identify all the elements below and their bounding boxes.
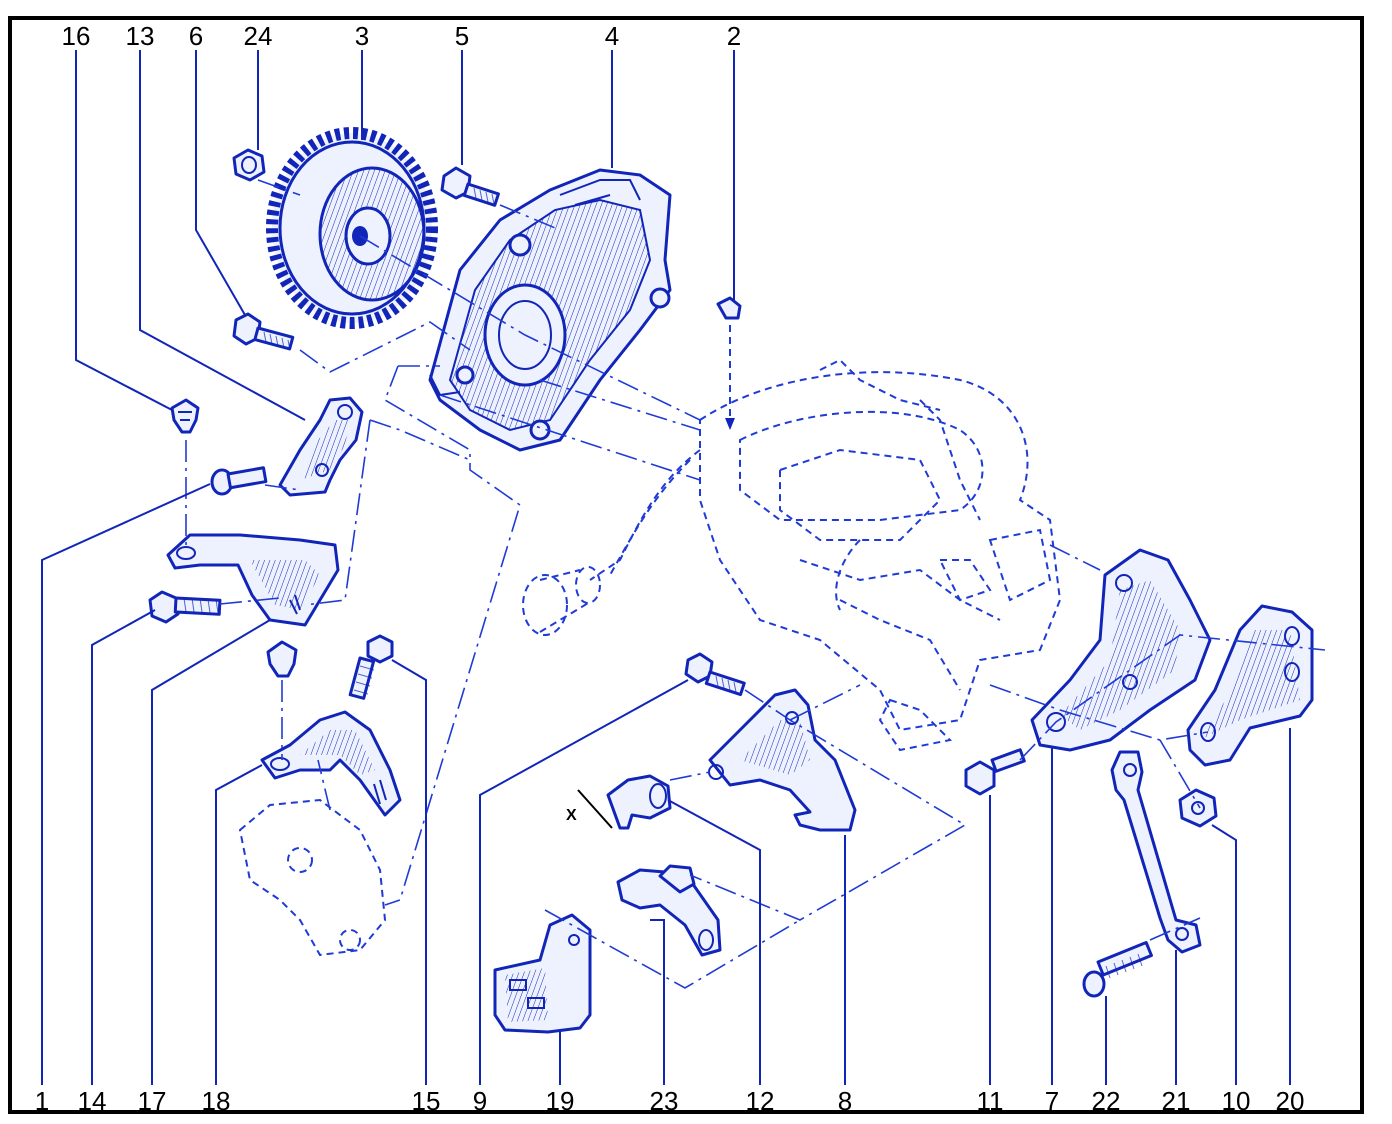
callout-16: 16 (62, 21, 91, 51)
bolt-14 (148, 590, 222, 624)
bolt-6 (232, 312, 295, 351)
callout-11: 11 (977, 1086, 1004, 1116)
bolt-11 (964, 748, 1026, 796)
callout-4: 4 (605, 21, 619, 51)
bracket-18 (260, 710, 402, 817)
assembly-lines (185, 179, 1326, 989)
callout-17: 17 (138, 1086, 167, 1116)
callout-12: 12 (746, 1086, 775, 1116)
callout-10: 10 (1222, 1086, 1251, 1116)
callout-20: 20 (1276, 1086, 1305, 1116)
callout-3: 3 (355, 21, 369, 51)
callout-7: 7 (1045, 1086, 1059, 1116)
bolt-1 (210, 466, 268, 496)
bolt-15 (348, 634, 394, 700)
callout-14: 14 (78, 1086, 107, 1116)
bolt-22 (1082, 941, 1153, 998)
callout-23: 23 (650, 1086, 679, 1116)
arrow-head (725, 418, 735, 430)
callout-5: 5 (455, 21, 469, 51)
nut-10 (1178, 788, 1218, 828)
x-marker-label: X (566, 807, 577, 824)
bracket-7 (1030, 548, 1212, 752)
connector-12 (577, 774, 672, 830)
callout-1: 1 (35, 1086, 49, 1116)
clip-bracket-23 (616, 864, 722, 957)
callout-19: 19 (546, 1086, 575, 1116)
callouts-top: 16 13 6 24 3 5 4 2 (62, 21, 742, 51)
callout-6: 6 (189, 21, 203, 51)
callout-13: 13 (126, 21, 155, 51)
clip-16 (170, 398, 200, 434)
bracket-outline-dashed (238, 798, 387, 957)
bolt-9 (684, 652, 746, 697)
callouts-bottom: 1 14 17 18 15 9 19 23 12 8 11 7 22 21 10… (35, 1086, 1305, 1116)
sprocket-gear (266, 127, 438, 329)
clip-18-top (266, 640, 298, 678)
callout-24: 24 (244, 21, 273, 51)
leader-lines (41, 50, 1291, 1085)
woodruff-key (716, 296, 742, 320)
callout-18: 18 (202, 1086, 231, 1116)
callout-15: 15 (412, 1086, 441, 1116)
link-rod-21 (1110, 750, 1202, 954)
nut-24 (232, 148, 266, 182)
bracket-8 (708, 688, 857, 832)
callout-21: 21 (1162, 1086, 1191, 1116)
callout-2: 2 (727, 21, 741, 51)
bracket-17 (166, 533, 340, 627)
bracket-13 (278, 396, 364, 497)
callout-8: 8 (838, 1086, 852, 1116)
bolt-5 (440, 166, 500, 207)
pump-housing (428, 168, 672, 452)
bracket-19 (493, 913, 592, 1034)
callout-22: 22 (1092, 1086, 1121, 1116)
engine-outline (522, 358, 1062, 752)
callout-9: 9 (473, 1086, 487, 1116)
